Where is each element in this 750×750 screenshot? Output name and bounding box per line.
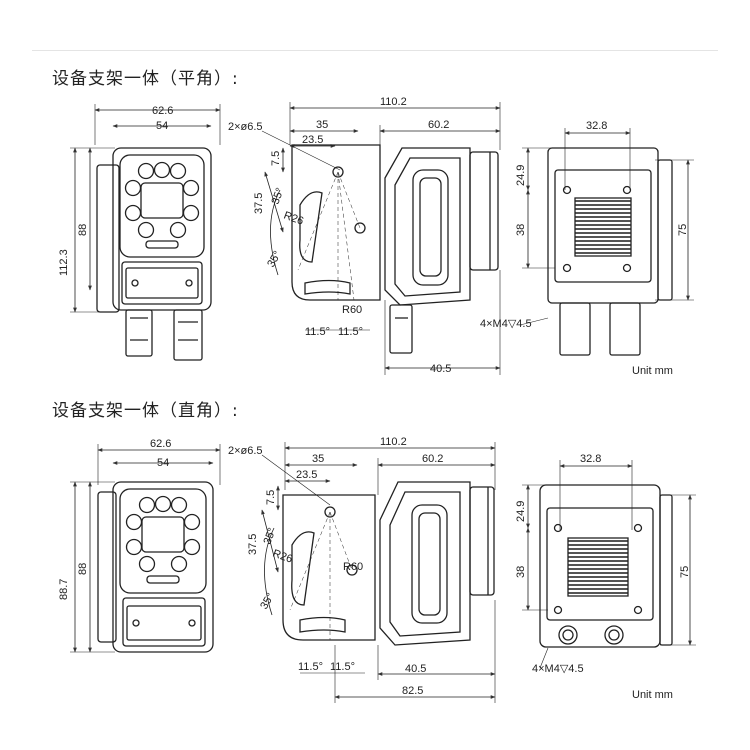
- section-title-right-angle: 设备支架一体（直角）:: [52, 401, 239, 421]
- section-title-flat: 设备支架一体（平角）:: [52, 69, 239, 89]
- radius-r60: R60: [343, 561, 363, 573]
- back-view: [519, 128, 694, 356]
- dim-75: 75: [679, 566, 691, 578]
- hole-callout: 2×ø6.5: [228, 121, 263, 133]
- thread-callout: 4×M4▽4.5: [532, 663, 584, 675]
- dim-60-2: 60.2: [428, 119, 449, 131]
- radius-r26: R26: [282, 210, 305, 228]
- dim-54: 54: [156, 120, 168, 132]
- angle-35-a: 35°: [262, 526, 279, 546]
- dim-23-5: 23.5: [302, 134, 323, 146]
- dim-75: 75: [677, 224, 689, 236]
- thread-callout: 4×M4▽4.5: [480, 318, 532, 330]
- section-right-angle: 62.6 54 88.7 88: [58, 436, 696, 703]
- dim-38: 38: [515, 566, 527, 578]
- radius-r60: R60: [342, 304, 362, 316]
- dim-32-8: 32.8: [580, 453, 601, 465]
- dim-110-2: 110.2: [380, 436, 407, 448]
- dim-7-5: 7.5: [270, 151, 282, 166]
- dim-40-5: 40.5: [405, 663, 426, 675]
- side-view: [261, 102, 501, 375]
- dim-60-2: 60.2: [422, 453, 443, 465]
- hole-callout: 2×ø6.5: [228, 445, 263, 457]
- front-view: [70, 104, 221, 361]
- unit-label: Unit mm: [632, 365, 673, 377]
- dim-88-7: 88.7: [58, 579, 70, 600]
- dim-110-2: 110.2: [380, 96, 407, 108]
- dim-112-3: 112.3: [58, 249, 70, 276]
- dim-37-5: 37.5: [253, 193, 265, 214]
- radius-r26: R26: [271, 548, 294, 566]
- dim-35: 35: [316, 119, 328, 131]
- dim-24-9: 24.9: [515, 501, 527, 522]
- front-view: [70, 444, 221, 653]
- angle-35-b: 35°: [265, 249, 284, 269]
- back-view: [522, 460, 696, 669]
- dim-82-5: 82.5: [402, 685, 423, 697]
- side-view: [261, 442, 496, 703]
- angle-11-5-right: 11.5°: [330, 661, 355, 673]
- angle-11-5-right: 11.5°: [338, 326, 363, 338]
- section-flat: 62.6 54 112.3 88: [58, 96, 694, 377]
- dim-35: 35: [312, 453, 324, 465]
- dim-40-5: 40.5: [430, 363, 451, 375]
- dim-7-5: 7.5: [265, 490, 277, 505]
- dim-23-5: 23.5: [296, 469, 317, 481]
- angle-35-a: 35°: [270, 186, 287, 206]
- dim-88: 88: [77, 224, 89, 236]
- angle-11-5-left: 11.5°: [298, 661, 323, 673]
- dim-62-6: 62.6: [152, 105, 173, 117]
- header-divider: [32, 50, 718, 51]
- unit-label: Unit mm: [632, 689, 673, 701]
- angle-11-5-left: 11.5°: [305, 326, 330, 338]
- angle-35-b: 35°: [258, 591, 277, 611]
- dim-54: 54: [157, 457, 169, 469]
- dim-62-6: 62.6: [150, 438, 171, 450]
- dim-37-5: 37.5: [247, 534, 259, 555]
- dim-24-9: 24.9: [515, 165, 527, 186]
- dim-32-8: 32.8: [586, 120, 607, 132]
- dim-88: 88: [77, 563, 89, 575]
- dim-38: 38: [515, 224, 527, 236]
